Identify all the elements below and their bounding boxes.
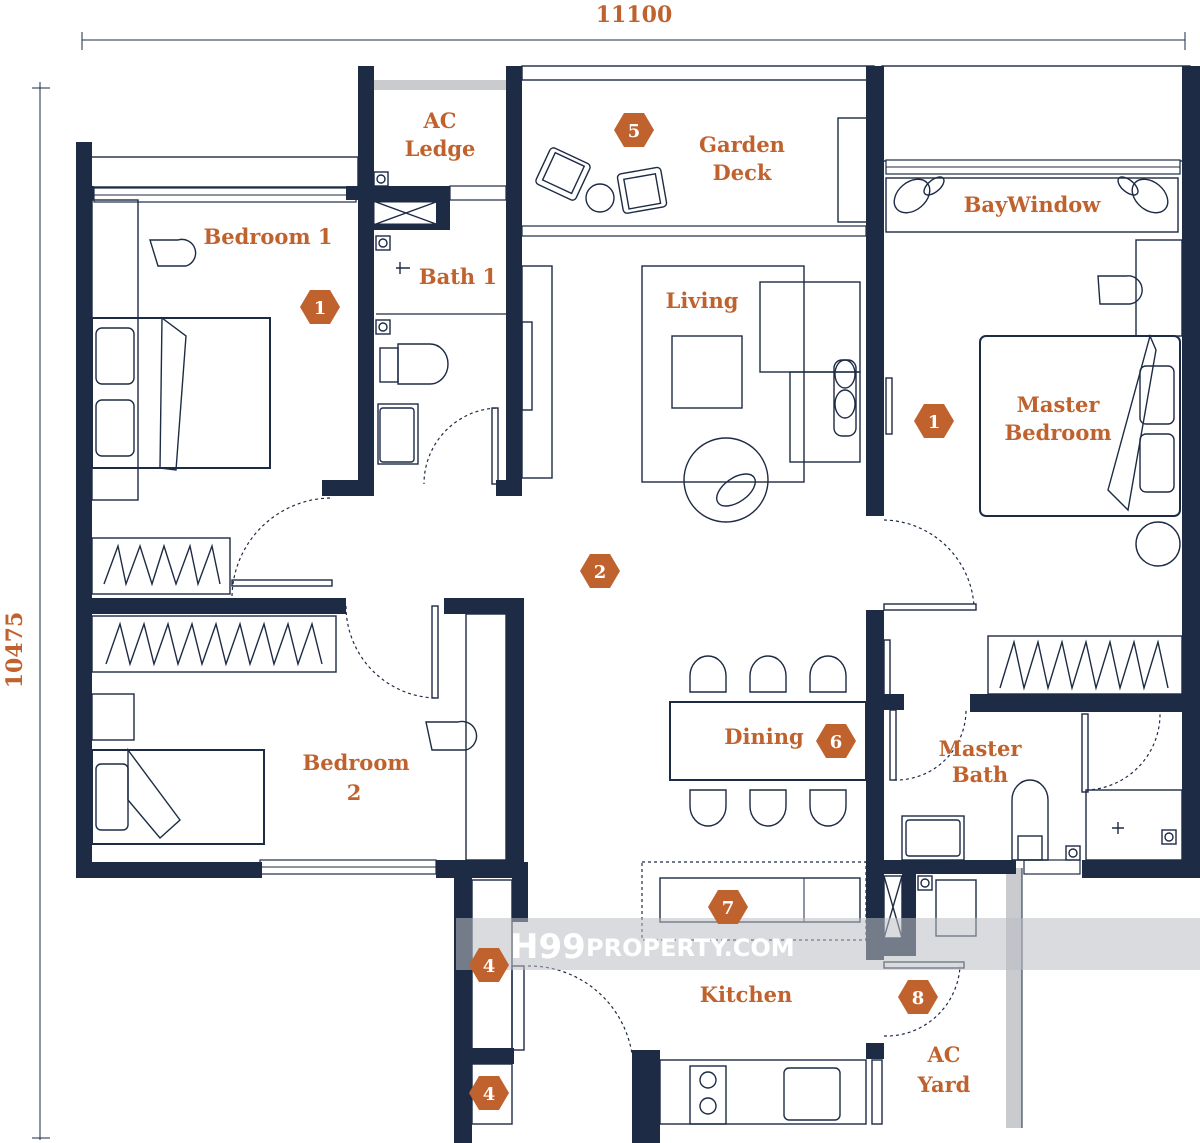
room-label-bedroom-2-line1: Bedroom bbox=[302, 750, 409, 775]
badge-storage-lower: 4 bbox=[469, 1076, 509, 1110]
badges: 1 1 2 5 6 7 8 4 bbox=[300, 113, 954, 1110]
badge-dining: 6 bbox=[816, 724, 856, 758]
badge-corridor: 2 bbox=[580, 554, 620, 588]
room-label-master-bedroom-line2: Bedroom bbox=[1004, 420, 1111, 445]
height-dimension: 10475 bbox=[2, 612, 28, 689]
room-label-ac-yard-line1: AC bbox=[926, 1042, 960, 1067]
width-dimension: 11100 bbox=[596, 2, 673, 28]
room-label-garden-deck-line1: Garden bbox=[699, 132, 785, 157]
watermark-brand: H99 bbox=[510, 927, 586, 967]
room-label-bay-window: BayWindow bbox=[964, 192, 1102, 217]
badge-bedroom-1: 1 bbox=[300, 290, 340, 324]
room-label-living: Living bbox=[666, 288, 739, 313]
room-label-ac-ledge-line2: Ledge bbox=[405, 136, 476, 161]
room-label-ac-ledge-line1: AC bbox=[422, 108, 456, 133]
room-label-master-bath-line1: Master bbox=[939, 736, 1023, 761]
watermark-band bbox=[456, 918, 1200, 970]
room-label-bath-1: Bath 1 bbox=[419, 264, 497, 289]
room-label-dining: Dining bbox=[724, 724, 804, 749]
watermark-suffix: PROPERTY.COM bbox=[586, 934, 795, 962]
badge-storage-upper: 4 bbox=[469, 948, 509, 982]
svg-text:4: 4 bbox=[483, 1084, 496, 1105]
badge-master-bedroom: 1 bbox=[914, 404, 954, 438]
badge-kitchen-counter: 7 bbox=[708, 890, 748, 924]
svg-text:2: 2 bbox=[594, 562, 607, 583]
room-label-bedroom-1: Bedroom 1 bbox=[203, 224, 332, 249]
room-label-master-bedroom-line1: Master bbox=[1017, 392, 1101, 417]
room-label-garden-deck-line2: Deck bbox=[713, 160, 772, 185]
svg-text:1: 1 bbox=[928, 412, 941, 433]
room-label-bedroom-2-line2: 2 bbox=[347, 780, 362, 805]
svg-text:5: 5 bbox=[628, 121, 641, 142]
dimension-lines bbox=[32, 32, 1186, 1140]
svg-text:8: 8 bbox=[912, 988, 925, 1009]
room-label-master-bath-line2: Bath bbox=[952, 762, 1008, 787]
room-label-kitchen: Kitchen bbox=[700, 982, 793, 1007]
badge-garden-deck: 5 bbox=[614, 113, 654, 147]
badge-ac-yard: 8 bbox=[898, 980, 938, 1014]
svg-text:7: 7 bbox=[722, 898, 735, 919]
room-label-ac-yard-line2: Yard bbox=[917, 1072, 971, 1097]
svg-text:1: 1 bbox=[314, 298, 327, 319]
room-labels: Bedroom 1 AC Ledge Bath 1 Garden Deck Ba… bbox=[203, 108, 1111, 1097]
svg-text:4: 4 bbox=[483, 956, 496, 977]
svg-text:6: 6 bbox=[830, 732, 843, 753]
